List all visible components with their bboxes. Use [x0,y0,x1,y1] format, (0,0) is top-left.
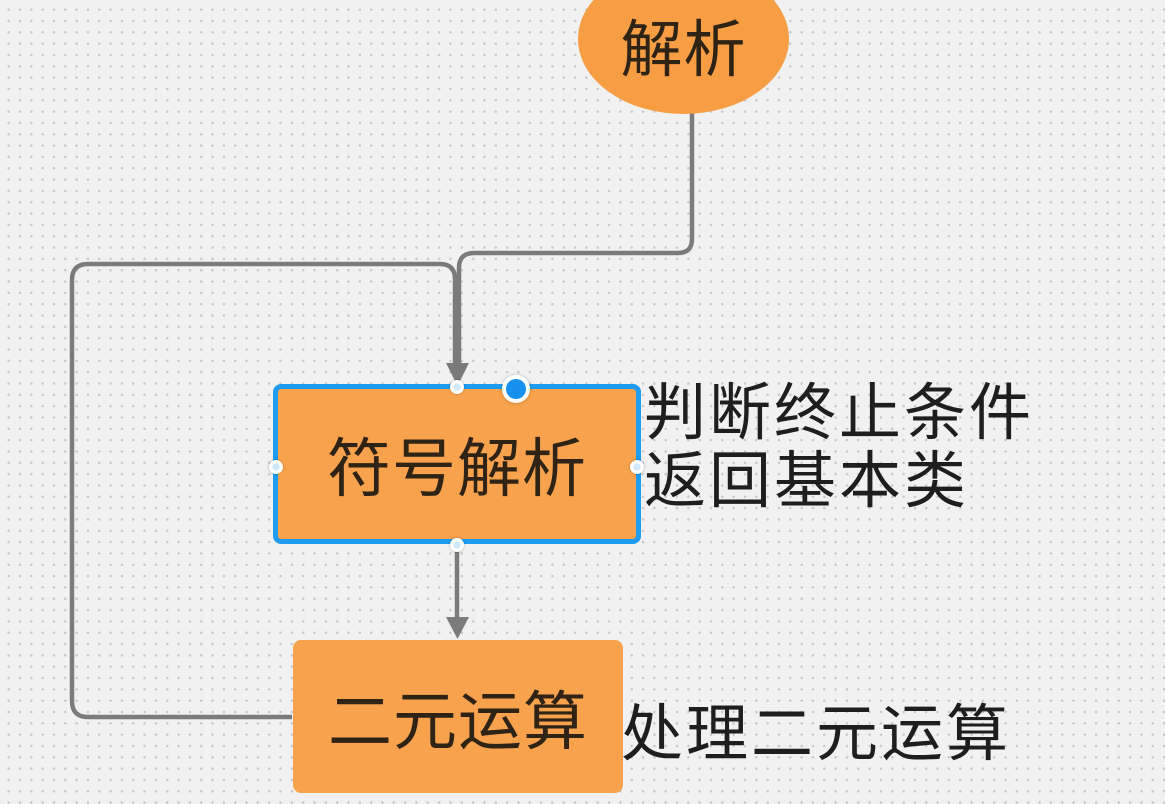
annotation-binary[interactable]: 处理二元运算 [621,701,1011,769]
node-symbol-parse-label: 符号解析 [327,433,587,505]
arrowhead-into-binaryop [446,617,469,639]
resize-handle-left[interactable] [269,460,283,474]
edge-binaryop-loop-to-symbol-parse[interactable] [69,261,458,720]
node-binary-op[interactable]: 二元运算 [293,640,623,793]
arrowhead-into-symbol-parse [446,363,469,386]
node-symbol-parse[interactable]: 符号解析 [273,384,641,544]
node-parse-label: 解析 [620,16,747,85]
resize-handle-bottom[interactable] [450,538,464,552]
annotation-termination[interactable]: 判断终止条件 返回基本类 [644,380,1034,516]
annotation-termination-line2: 返回基本类 [644,447,970,516]
edge-parse-to-symbol-parse[interactable] [456,110,695,368]
node-binary-op-label: 二元运算 [328,685,588,758]
resize-handle-top[interactable] [450,380,464,394]
connection-point-dot[interactable] [506,379,526,399]
resize-handle-right[interactable] [630,460,644,474]
annotation-binary-line1: 处理二元运算 [621,700,1012,769]
annotation-termination-line1: 判断终止条件 [644,379,1035,448]
